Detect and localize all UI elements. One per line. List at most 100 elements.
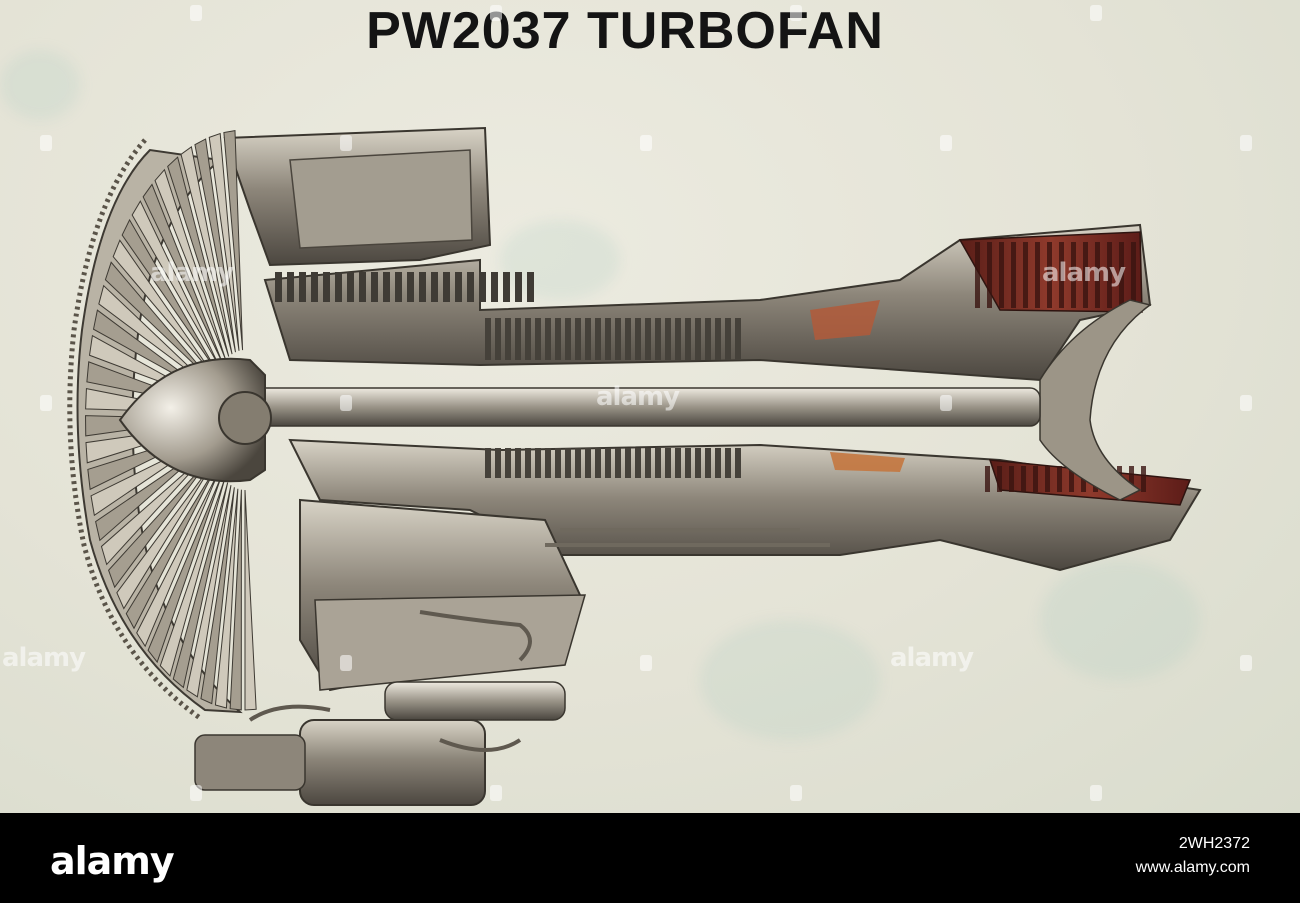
watermark-text: alamy [2,643,86,673]
watermark-mark [1240,395,1252,411]
compressor-blade [675,448,681,478]
compressor-blade [635,318,641,360]
turbine-blades [975,242,1146,492]
turbine-blade [1011,242,1016,308]
turbine-blade [1107,242,1112,308]
bypass-lines [545,528,830,547]
fan-blade [159,479,226,677]
fan-blade [116,461,215,610]
compressor-blade [555,318,561,360]
compressor-blade [555,448,561,478]
compressor-blade [595,318,601,360]
fan-blade [104,261,214,383]
watermark-mark [640,135,652,151]
compressor-blade [545,448,551,478]
compressor-blade [715,448,721,478]
compressor-blade [467,272,474,302]
compressor-blade [505,448,511,478]
watermark-mark [1240,655,1252,671]
compressor-blade [585,448,591,478]
compressor-blade [299,272,306,302]
compressor-blade [635,448,641,478]
compressor-blade [455,272,462,302]
exhaust-nozzle [1039,299,1152,501]
compressor-blade [323,272,330,302]
compressor-stages-upper [275,272,741,360]
compressor-blade [515,448,521,478]
fan-blade [131,200,221,368]
compressor-blade [347,272,354,302]
compressor-blade [503,272,510,302]
compressor-blade [595,448,601,478]
turbine-blade [1141,466,1146,492]
turbine-blade [987,242,992,308]
fuel-lines [248,610,532,752]
fan-blade [194,138,236,353]
turbine-blade [1119,242,1124,308]
watermark-mark [490,5,502,21]
accessory-unit [194,734,306,791]
spinner-hub [218,391,272,445]
fan-blade [136,471,220,648]
compressor-blade [527,272,534,302]
fan-blade [147,475,223,664]
compressor-blade [715,318,721,360]
fan-blade [167,156,230,357]
watermark-mark [340,395,352,411]
compressor-blade [545,318,551,360]
compressor-blade [665,318,671,360]
compressor-blade [287,272,294,302]
fan-blade [112,239,216,377]
fan-blade [100,450,211,566]
lower-duct-panel [314,594,586,691]
turbine-blade [1059,242,1064,308]
watermark-mark [790,785,802,801]
compressor-blade [311,272,318,302]
compressor-blade [605,448,611,478]
fan-blade [172,482,229,689]
compressor-blade [515,272,522,302]
fan-blade [98,284,212,388]
compressor-blade [515,318,521,360]
fan-blade [214,488,239,709]
compressor-blade [565,448,571,478]
turbine-blade [985,466,990,492]
compressor-blade [735,448,741,478]
turbine-blade [1095,242,1100,308]
compressor-blade [505,318,511,360]
watermark-mark [1240,135,1252,151]
turbine-blade [1069,466,1074,492]
compressor-blade [575,318,581,360]
compressor-blade [725,448,731,478]
watermark-text: alamy [596,382,680,412]
compressor-stages-lower [485,448,741,478]
watermark-mark [340,135,352,151]
compressor-blade [535,318,541,360]
watermark-mark [640,655,652,671]
compressor-blade [335,272,342,302]
compressor-blade [585,318,591,360]
compressor-blade [665,448,671,478]
compressor-blade [491,272,498,302]
watermark-mark [940,135,952,151]
watermark-text: alamy [150,258,234,288]
watermark-mark [190,785,202,801]
fan-blade [186,485,232,698]
paper-stain [1040,560,1200,680]
watermark-mark [790,5,802,21]
compressor-blade [625,318,631,360]
fan-blade [154,168,227,360]
compressor-blade [485,318,491,360]
compressor-blade [443,272,450,302]
compressor-blade [695,318,701,360]
compressor-blade [655,318,661,360]
combustor-glow-upper [810,300,880,340]
brand-logo: alamy [50,839,175,883]
accessory-cylinder [384,681,566,721]
compressor-blade [407,272,414,302]
compressor-blade [495,318,501,360]
photo: PW2037 TURBOFAN [0,0,1300,813]
watermark-mark [40,135,52,151]
compressor-blade [675,318,681,360]
compressor-blade [485,448,491,478]
